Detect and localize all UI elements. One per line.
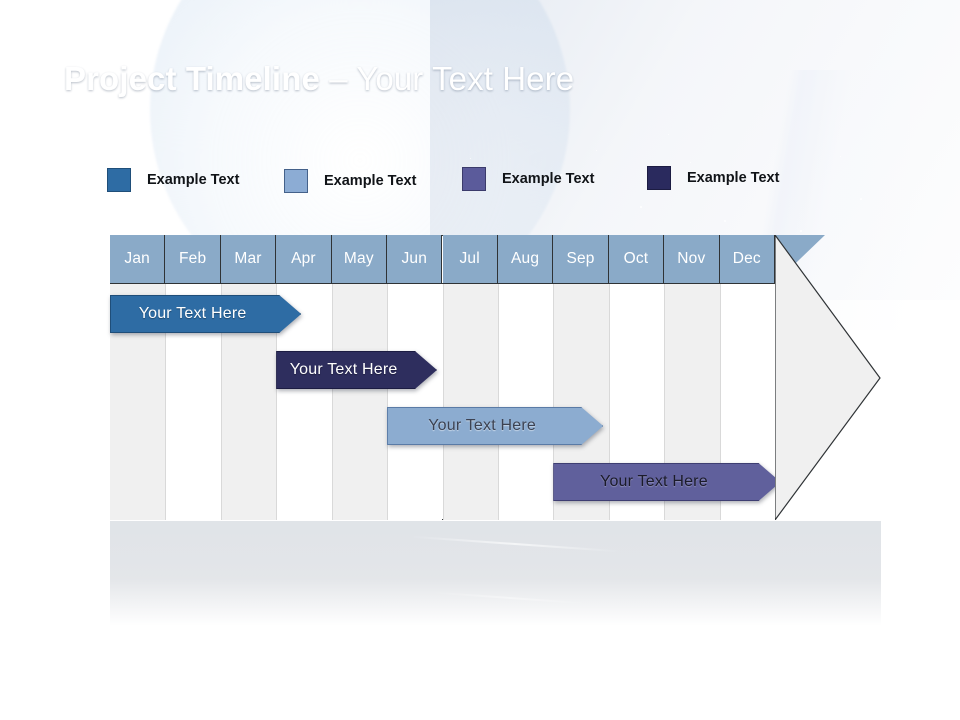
star-dot — [596, 150, 598, 152]
month-header-sep[interactable]: Sep — [553, 235, 609, 283]
slide-reflection — [110, 521, 881, 626]
month-header-nov[interactable]: Nov — [664, 235, 720, 283]
month-header-aug[interactable]: Aug — [497, 235, 554, 283]
reflection-glint — [410, 535, 620, 553]
month-header-dec[interactable]: Dec — [719, 235, 775, 283]
legend-swatch-icon — [284, 169, 308, 193]
page-title: Project Timeline – Your Text Here — [64, 60, 574, 98]
month-header-jan[interactable]: Jan — [110, 235, 166, 283]
legend-item-label: Example Text — [147, 172, 240, 188]
star-dot — [860, 198, 862, 200]
column-divider — [497, 235, 499, 520]
month-header-mar[interactable]: Mar — [220, 235, 277, 283]
column-divider — [719, 235, 721, 520]
timeline-bar[interactable]: Your Text Here — [110, 295, 301, 333]
legend-swatch-icon — [462, 167, 486, 191]
month-header-apr[interactable]: Apr — [276, 235, 332, 283]
timeline-bar[interactable]: Your Text Here — [387, 407, 603, 445]
timeline-arrow-head — [774, 233, 881, 522]
star-dot — [840, 156, 842, 158]
legend-item-label: Example Text — [687, 170, 780, 186]
timeline-bar-label: Your Text Here — [138, 305, 247, 322]
star-dot — [690, 162, 692, 164]
month-header-jun[interactable]: Jun — [387, 235, 443, 283]
reflection-glint — [430, 591, 590, 605]
month-header-oct[interactable]: Oct — [608, 235, 665, 283]
star-dot — [668, 134, 670, 136]
timeline-bar-label: Your Text Here — [428, 417, 537, 434]
legend-item[interactable]: Example Text — [462, 167, 594, 191]
legend-swatch-icon — [107, 168, 131, 192]
title-strong: Project Timeline — [64, 60, 320, 97]
month-header-jul[interactable]: Jul — [442, 235, 498, 283]
header-underline — [110, 283, 775, 284]
column-divider — [664, 235, 666, 520]
star-dot — [470, 158, 472, 160]
bar-arrow-shape — [553, 463, 780, 501]
legend-item-label: Example Text — [502, 171, 595, 187]
legend-swatch-icon — [647, 166, 671, 190]
column-divider — [442, 235, 444, 520]
legend-item[interactable]: Example Text — [284, 169, 416, 193]
title-light: – Your Text Here — [319, 60, 575, 97]
column-divider — [220, 235, 222, 520]
arrow-head-shape — [774, 233, 881, 522]
timeline-bar-label: Your Text Here — [600, 473, 708, 490]
month-header-feb[interactable]: Feb — [165, 235, 221, 283]
month-header-may[interactable]: May — [331, 235, 388, 283]
bar-arrow-shape — [110, 295, 301, 333]
column-divider — [608, 235, 610, 520]
timeline-bar[interactable]: Your Text Here — [553, 463, 780, 501]
star-dot — [900, 250, 902, 252]
star-dot — [724, 220, 727, 223]
bar-arrow-shape — [387, 407, 603, 445]
legend-item[interactable]: Example Text — [647, 166, 779, 190]
timeline-bar[interactable]: Your Text Here — [276, 351, 437, 389]
star-dot — [640, 206, 642, 208]
timeline-bar-label: Your Text Here — [289, 361, 398, 378]
column-divider — [165, 235, 167, 520]
bar-arrow-shape — [276, 351, 437, 389]
legend-item-label: Example Text — [324, 173, 417, 189]
legend-item[interactable]: Example Text — [107, 168, 239, 192]
column-divider — [553, 235, 555, 520]
star-dot — [800, 230, 802, 232]
